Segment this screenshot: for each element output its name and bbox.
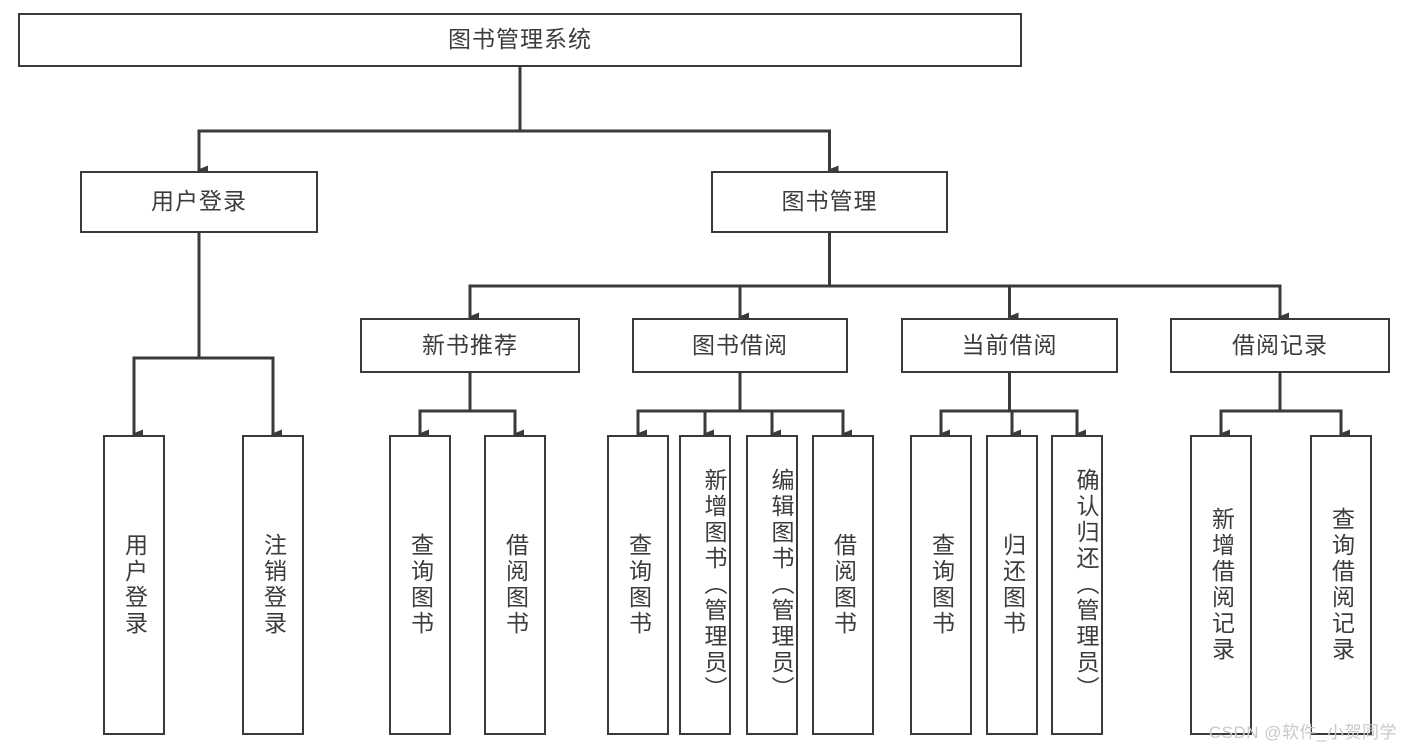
- node-label: 新增借阅记录: [1208, 507, 1235, 663]
- node-label: 借阅记录: [1232, 331, 1328, 358]
- node-leaf-query-borrow-record[interactable]: 查询借阅记录: [1310, 435, 1372, 735]
- node-label: 当前借阅: [961, 331, 1058, 358]
- node-label: 用户登录: [121, 533, 148, 637]
- node-leaf-return-book[interactable]: 归还图书: [986, 435, 1038, 735]
- node-leaf-query-book-3[interactable]: 查询图书: [910, 435, 972, 735]
- node-label: 查询图书: [625, 533, 652, 637]
- node-label: 用户登录: [151, 188, 247, 215]
- node-label: 图书管理系统: [448, 26, 592, 53]
- node-root[interactable]: 图书管理系统: [18, 13, 1022, 67]
- node-label: 查询图书: [928, 533, 955, 637]
- node-label: 借阅图书: [502, 533, 529, 637]
- node-leaf-edit-book[interactable]: 编辑图书（管理员）: [746, 435, 798, 735]
- node-user-login[interactable]: 用户登录: [80, 171, 318, 233]
- node-leaf-query-book-2[interactable]: 查询图书: [607, 435, 669, 735]
- node-label: 新增图书（管理员）: [701, 468, 727, 702]
- node-label: 确认归还（管理员）: [1073, 468, 1099, 702]
- node-book-management[interactable]: 图书管理: [711, 171, 948, 233]
- node-leaf-add-book[interactable]: 新增图书（管理员）: [679, 435, 731, 735]
- node-label: 注销登录: [260, 533, 287, 637]
- node-label: 图书借阅: [692, 331, 788, 358]
- node-leaf-query-book-1[interactable]: 查询图书: [389, 435, 451, 735]
- watermark-text: CSDN @软件_小贺同学: [1208, 723, 1397, 742]
- node-new-book-recommendation[interactable]: 新书推荐: [360, 318, 580, 373]
- node-leaf-logout[interactable]: 注销登录: [242, 435, 304, 735]
- node-label: 查询图书: [407, 533, 434, 637]
- node-book-borrow[interactable]: 图书借阅: [632, 318, 848, 373]
- node-leaf-confirm-return[interactable]: 确认归还（管理员）: [1051, 435, 1103, 735]
- node-leaf-add-borrow-record[interactable]: 新增借阅记录: [1190, 435, 1252, 735]
- node-borrow-record[interactable]: 借阅记录: [1170, 318, 1390, 373]
- node-leaf-borrow-book-1[interactable]: 借阅图书: [484, 435, 546, 735]
- node-label: 新书推荐: [422, 331, 518, 358]
- node-label: 归还图书: [999, 533, 1026, 637]
- node-label: 图书管理: [781, 188, 878, 215]
- node-leaf-borrow-book-2[interactable]: 借阅图书: [812, 435, 874, 735]
- node-label: 编辑图书（管理员）: [768, 468, 794, 702]
- node-current-borrow[interactable]: 当前借阅: [901, 318, 1118, 373]
- node-label: 借阅图书: [830, 533, 857, 637]
- node-leaf-user-login[interactable]: 用户登录: [103, 435, 165, 735]
- node-label: 查询借阅记录: [1328, 507, 1355, 663]
